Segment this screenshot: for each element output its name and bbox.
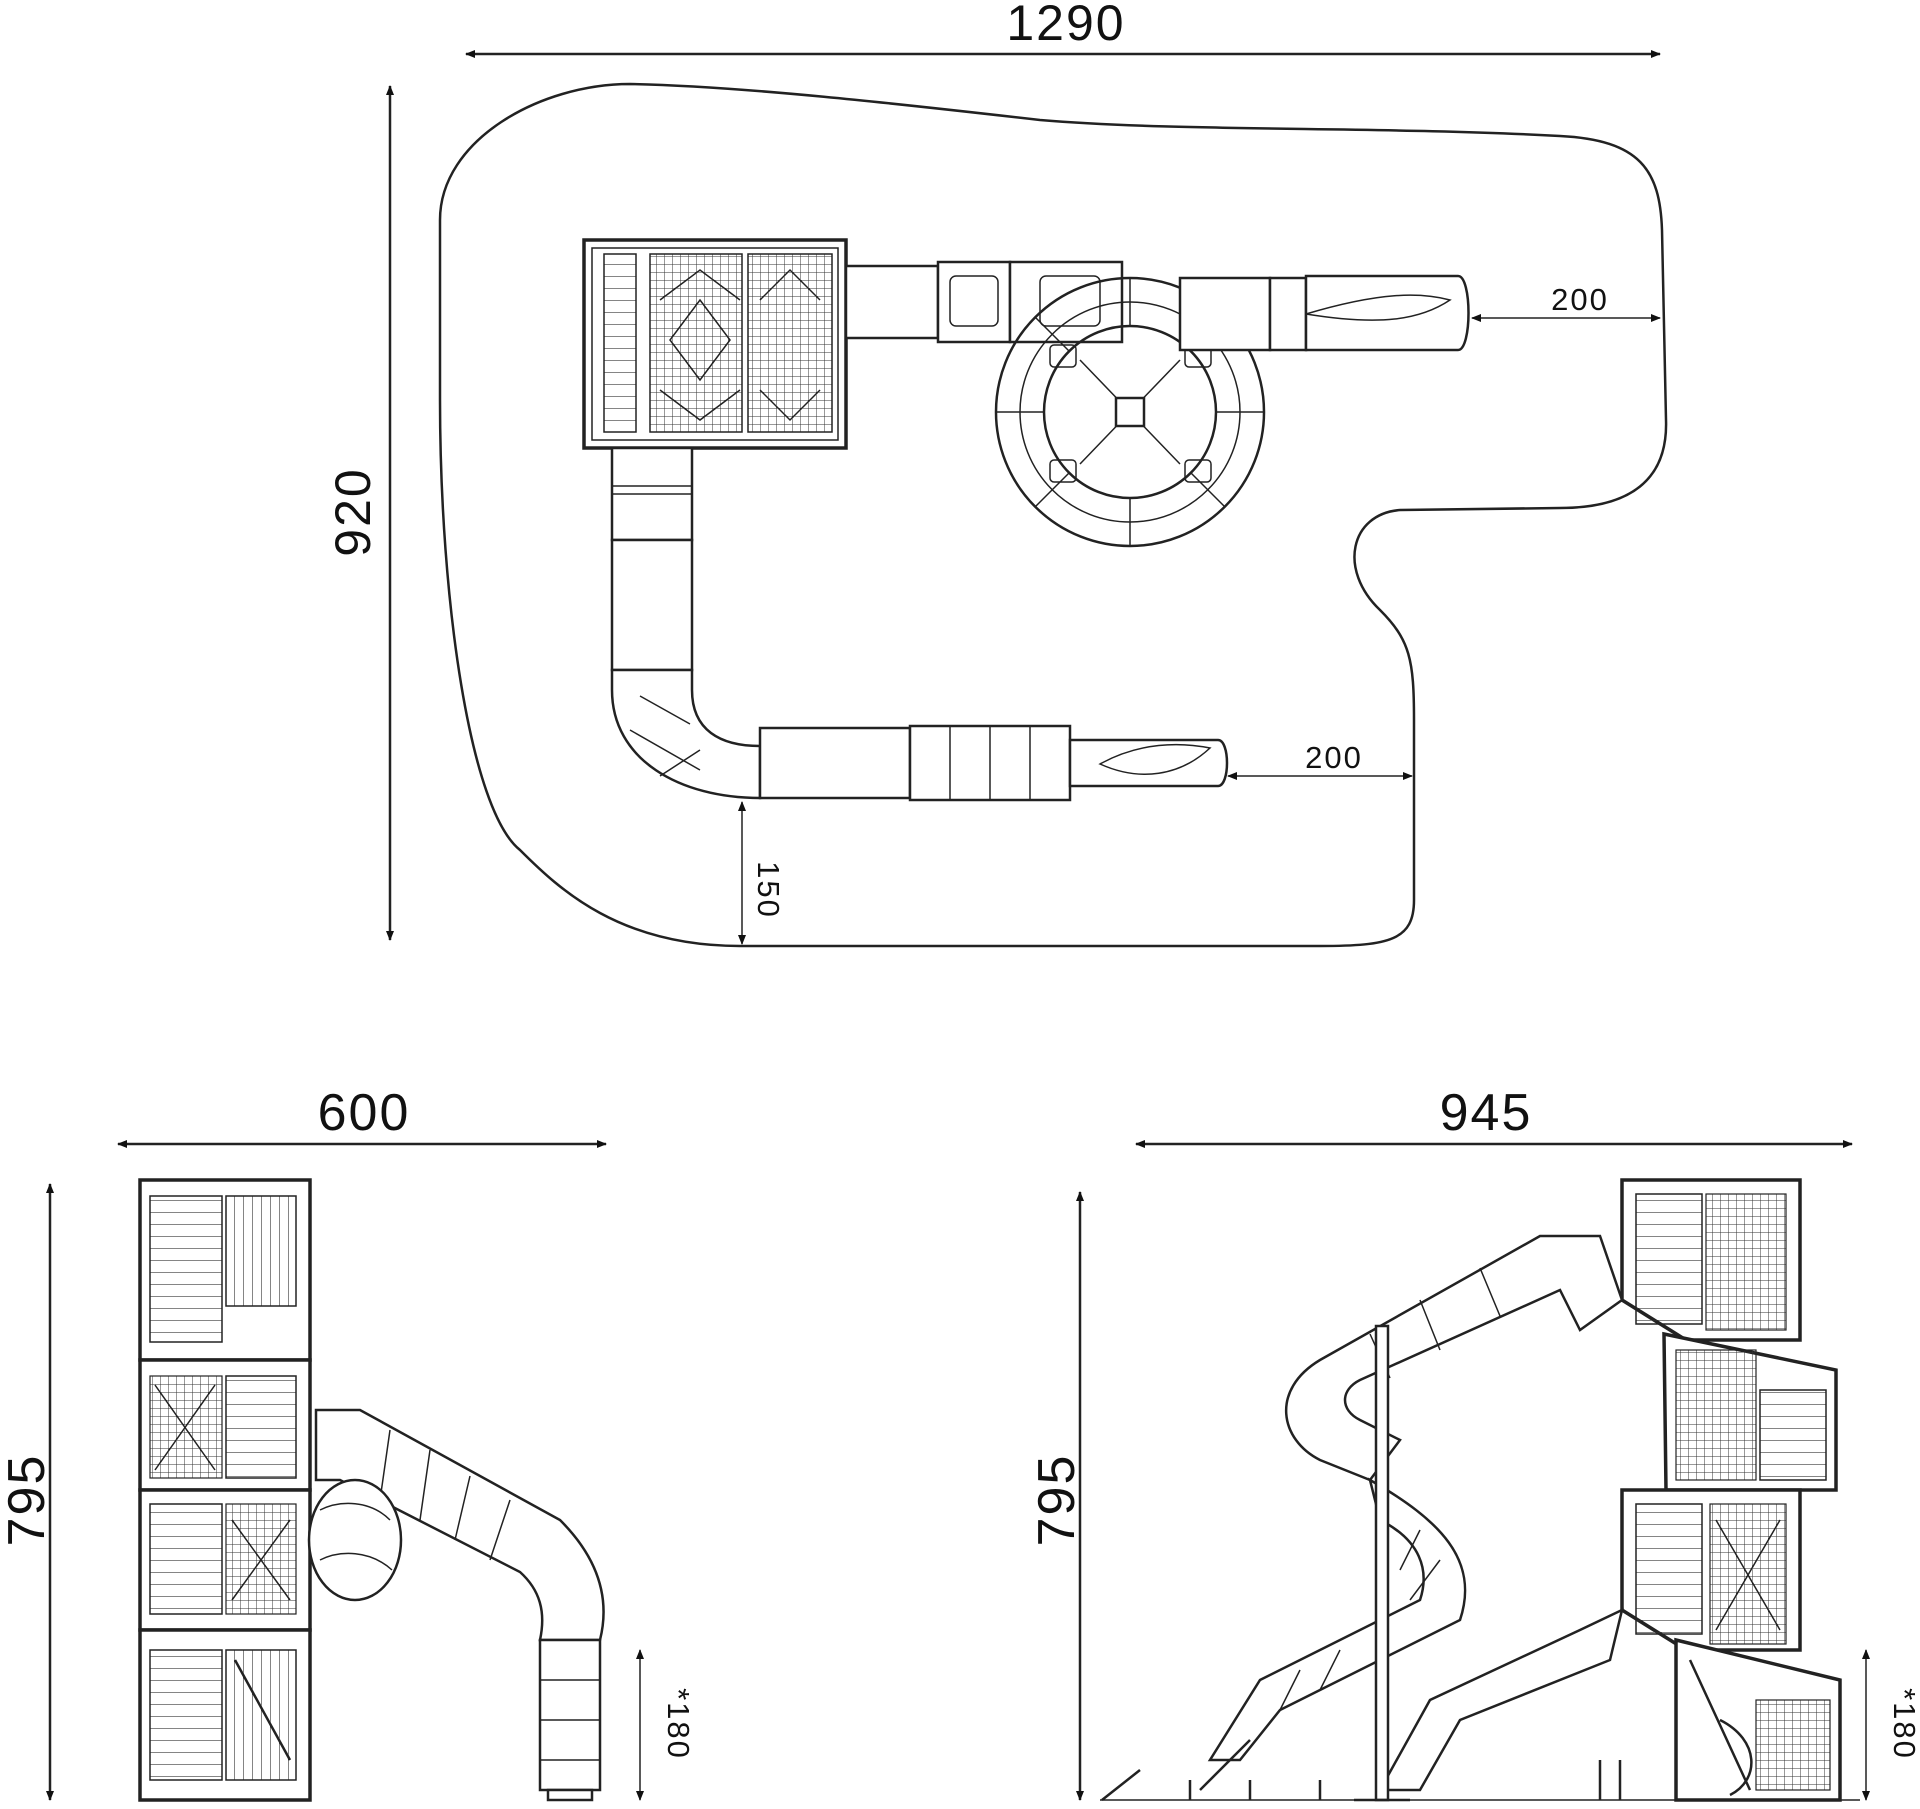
- right-view-support-post: [1354, 1324, 1410, 1802]
- spiral-tube-slide: [994, 276, 1266, 548]
- tower-platform-top: [582, 238, 848, 450]
- plan-view: 1290 920: [325, 0, 1668, 948]
- right-view-lower-tube-slide: [1199, 1477, 1624, 1792]
- side-view-left: 600 795: [0, 1084, 696, 1802]
- right-view-exit-height-label: *180: [1887, 1688, 1920, 1760]
- bottom-clearance-label: 150: [751, 861, 786, 919]
- left-view-height-label: 795: [0, 1454, 56, 1547]
- left-view-tower: [138, 1178, 312, 1802]
- left-view-tube-slide: [307, 1408, 605, 1802]
- safety-zone-outline: [438, 82, 1668, 948]
- left-view-width-label: 600: [318, 1084, 411, 1142]
- width-dimension-label: 1290: [1006, 0, 1125, 51]
- right-view-tower: [1620, 1178, 1842, 1802]
- left-view-exit-height-label: *180: [661, 1688, 696, 1760]
- right-view-height-label: 795: [1028, 1454, 1086, 1547]
- side-view-right: 945 795: [1028, 1084, 1920, 1802]
- right-view-ground-feet: [1100, 1760, 1860, 1801]
- upper-slide-exit: [1178, 274, 1470, 352]
- depth-dimension-label: 920: [325, 467, 381, 556]
- lower-exit-clearance-label: 200: [1305, 740, 1363, 775]
- lower-tube-slide: [610, 446, 1229, 802]
- right-view-upper-tube-slide: [1284, 1234, 1624, 1482]
- upper-tube-slide: [844, 260, 1124, 344]
- right-view-width-label: 945: [1440, 1084, 1533, 1142]
- upper-exit-clearance-label: 200: [1551, 282, 1609, 317]
